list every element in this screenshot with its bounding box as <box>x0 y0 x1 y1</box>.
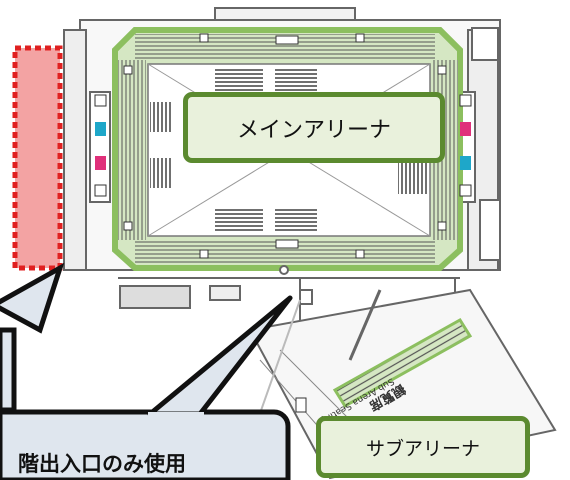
callout-bubble-bottom <box>0 409 291 480</box>
stairs-icon <box>123 65 133 75</box>
sign-icon <box>275 35 299 45</box>
highlighted-entrance-zone <box>12 45 63 271</box>
sub-arena-label: サブアリーナ <box>316 416 530 478</box>
entrance-notice-text: 階出入口のみ使用 <box>18 452 186 476</box>
callout-bubble-left <box>0 327 17 413</box>
sub-arena-seating <box>332 317 473 409</box>
main-arena-label: メインアリーナ <box>183 92 445 163</box>
elevator-icon <box>355 33 365 43</box>
elevator-icon <box>299 289 313 305</box>
elevator-icon <box>199 249 209 259</box>
lower-corridor <box>118 265 460 330</box>
restroom-female-icon <box>460 122 471 136</box>
elevator-icon <box>199 33 209 43</box>
elevator-icon <box>295 397 307 413</box>
sign-icon <box>275 239 299 249</box>
restroom-female-icon <box>95 156 106 170</box>
restroom-male-icon <box>460 156 471 170</box>
west-stand <box>118 60 146 240</box>
stairs-icon <box>437 221 447 231</box>
callout-pointer-left <box>0 262 65 334</box>
elevator-icon <box>355 249 365 259</box>
ring-icons <box>123 33 447 259</box>
restroom-icons <box>94 94 472 197</box>
retractable-seats <box>150 68 428 232</box>
stairs-icon <box>123 221 133 231</box>
restroom-male-icon <box>95 122 106 136</box>
stairs-icon <box>437 65 447 75</box>
